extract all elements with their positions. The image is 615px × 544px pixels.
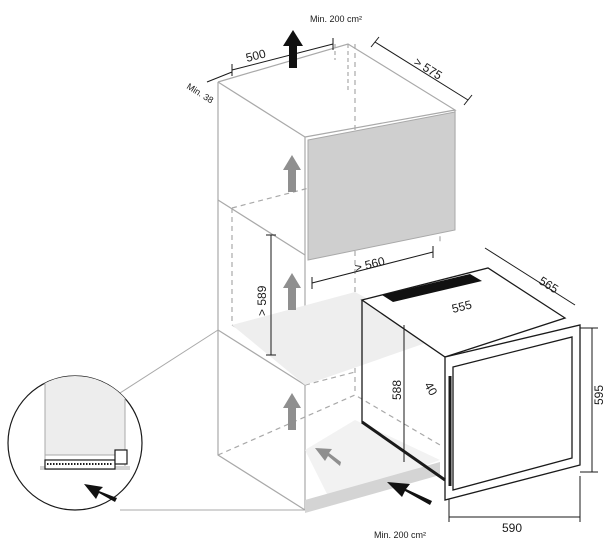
inner-width-label: > 560 (353, 254, 386, 275)
niche-depth-label: > 575 (411, 55, 444, 83)
appliance-inner-width-label: 555 (450, 297, 473, 316)
door-width-label: 590 (502, 521, 522, 535)
appliance-height-label: 588 (390, 380, 404, 400)
airflow-bottom-label: Min. 200 cm² (374, 530, 426, 540)
appliance-body (360, 267, 581, 501)
niche-lower-floor (305, 420, 440, 500)
appliance-depth-label: 565 (536, 274, 561, 297)
door-height-label: 595 (592, 385, 606, 405)
airflow-arrow-icon (283, 30, 303, 68)
plinth (305, 462, 440, 513)
detail-callout (7, 329, 305, 511)
airflow-arrow-icon (84, 484, 117, 502)
hidden-back-panel (307, 111, 456, 261)
niche-width-label: 500 (244, 46, 267, 65)
airflow-arrow-icon (387, 482, 432, 505)
clearance-label: Min. 38 (185, 81, 215, 105)
inner-height-label: > 589 (255, 285, 269, 316)
door-offset-label: 40 (421, 380, 440, 399)
ventilation-grille-icon (382, 274, 482, 302)
airflow-top-label: Min. 200 cm² (310, 14, 362, 24)
airflow-arrow-icon (283, 155, 341, 466)
